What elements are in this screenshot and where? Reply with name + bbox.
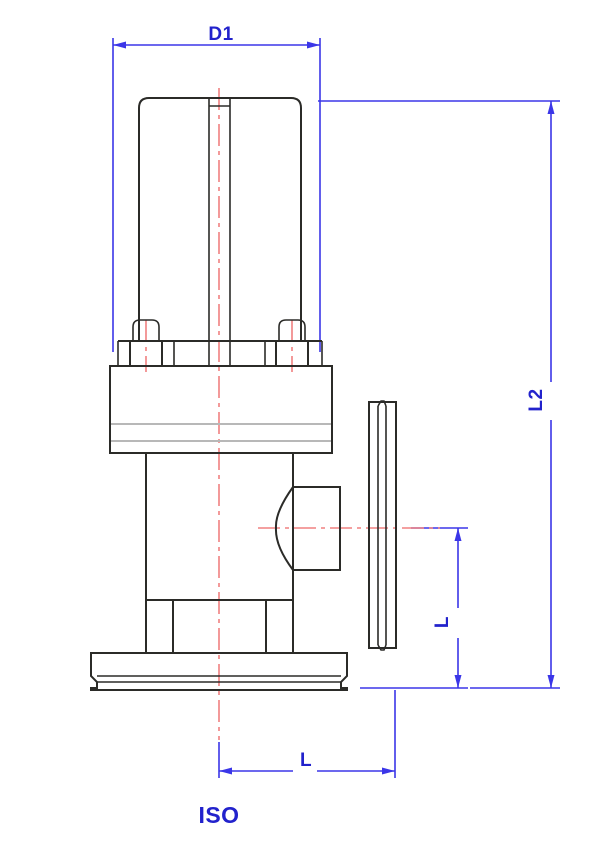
- d1-label-backdrop: [203, 22, 239, 44]
- valve-body: [145, 453, 294, 653]
- side-port-flange: [368, 400, 397, 651]
- side-flange-notch-top: [377, 400, 387, 407]
- dimension-d1: D1: [112, 22, 321, 352]
- dimension-l2: L2: [318, 100, 560, 689]
- l-vertical-label: L: [432, 616, 453, 628]
- l-vertical-arrow-top: [454, 528, 462, 541]
- l2-arrow-top: [547, 101, 555, 114]
- l2-arrow-bottom: [547, 675, 555, 688]
- l-horizontal-arrow-right: [382, 767, 395, 775]
- actuator-cylinder: [138, 97, 302, 340]
- side-port-neck: [274, 486, 341, 571]
- side-port-tube: [293, 486, 341, 571]
- actuator-cylinder-body: [138, 97, 302, 340]
- bolt-left-cap: [132, 319, 160, 341]
- stem-boss: [208, 98, 231, 145]
- d1-label: D1: [208, 24, 233, 45]
- bonnet-block-outline: [109, 365, 333, 454]
- side-flange-notch-bottom: [377, 644, 387, 651]
- bottom-flange: [90, 652, 348, 691]
- side-flange-outer: [368, 401, 397, 649]
- bolt-right-cap: [278, 319, 306, 341]
- standard-caption: ISO: [198, 802, 239, 828]
- valve-stem: [208, 145, 231, 341]
- l-horizontal-arrow-left: [219, 767, 232, 775]
- l-vertical-label-backdrop: [438, 608, 460, 638]
- l-vertical-arrow-bottom: [454, 675, 462, 688]
- bonnet-block: [109, 365, 333, 454]
- dimension-l-vertical: L: [360, 527, 468, 689]
- l2-label-backdrop: [531, 382, 553, 420]
- l2-label: L2: [526, 388, 547, 411]
- actuator-base-plate: [117, 340, 323, 366]
- side-port-fillet: [274, 486, 294, 571]
- l-horizontal-label: L: [300, 750, 312, 771]
- centerlines: [145, 88, 440, 740]
- dimension-l-horizontal: L: [218, 690, 396, 778]
- l-horizontal-label-backdrop: [293, 748, 317, 772]
- d1-arrow-left: [113, 41, 126, 49]
- d1-arrow-right: [307, 41, 320, 49]
